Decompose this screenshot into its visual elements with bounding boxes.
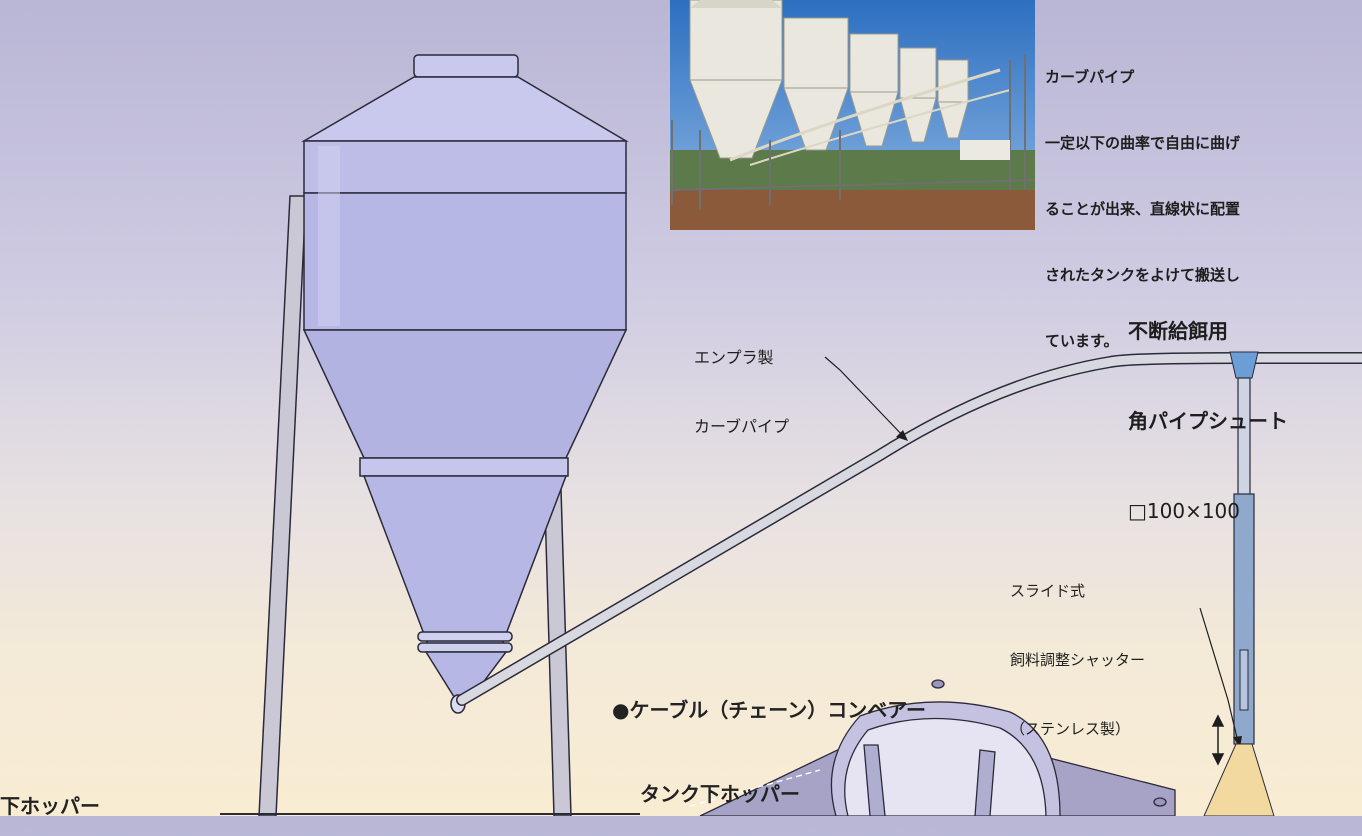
feed-chute-label-line: □100×100 — [1128, 499, 1241, 523]
hopper-dash-line — [689, 769, 821, 807]
silo-system-diagram — [220, 0, 1362, 816]
slide-shutter — [1239, 649, 1249, 711]
caption-line: ています。 — [1045, 332, 1119, 350]
shutter-adjust-arrow — [1211, 714, 1225, 766]
caption-line: カーブパイプ — [1045, 68, 1135, 86]
conveyor-hopper — [699, 679, 1176, 816]
curve-pipe-fill — [457, 353, 1362, 705]
caption-line: されたタンクをよけて搬送し — [1045, 266, 1241, 284]
pipe-label-arrowhead — [896, 430, 908, 441]
feed-chute-label-line: 角パイプシュート — [1128, 409, 1288, 433]
chute-tee-joint — [1229, 351, 1259, 379]
silo-tank — [301, 54, 629, 714]
feed-cone — [1203, 743, 1275, 816]
silo-photo — [669, 0, 1036, 230]
silo-highlight — [318, 146, 340, 326]
conveyor-label-title: ●ケーブル（チェーン）コンベアー — [612, 698, 927, 722]
pipe-label-line: エンプラ製 — [694, 348, 774, 367]
silo-leg-left — [258, 195, 307, 816]
bottom-hopper-label: 下ホッパー — [0, 794, 100, 818]
shutter-label: スライド式 飼料調整シャッター （ステンレス製） — [1010, 534, 1145, 764]
pipe-label: エンプラ製 カーブパイプ — [694, 300, 789, 461]
shutter-label-leader — [1199, 607, 1239, 743]
pipe-label-line: カーブパイプ — [694, 417, 790, 436]
photo-caption: カーブパイプ 一定以下の曲率で自由に曲げ ることが出来、直線状に配置 されたタン… — [1045, 22, 1240, 374]
caption-line: 一定以下の曲率で自由に曲げ — [1045, 134, 1241, 152]
caption-line: ることが出来、直線状に配置 — [1045, 200, 1241, 218]
conveyor-label: ●ケーブル（チェーン）コンベアー タンク下ホッパー — [612, 640, 926, 836]
feed-chute-label-line: 不断給餌用 — [1128, 319, 1228, 343]
shutter-label-line: （ステンレス製） — [1010, 720, 1131, 738]
shutter-label-line: スライド式 — [1010, 582, 1086, 600]
conveyor-label-subtitle: タンク下ホッパー — [640, 782, 800, 806]
shutter-label-line: 飼料調整シャッター — [1010, 651, 1146, 669]
pipe-label-leader — [824, 356, 906, 439]
feed-chute-label: 不断給餌用 角パイプシュート □100×100 — [1128, 256, 1288, 556]
